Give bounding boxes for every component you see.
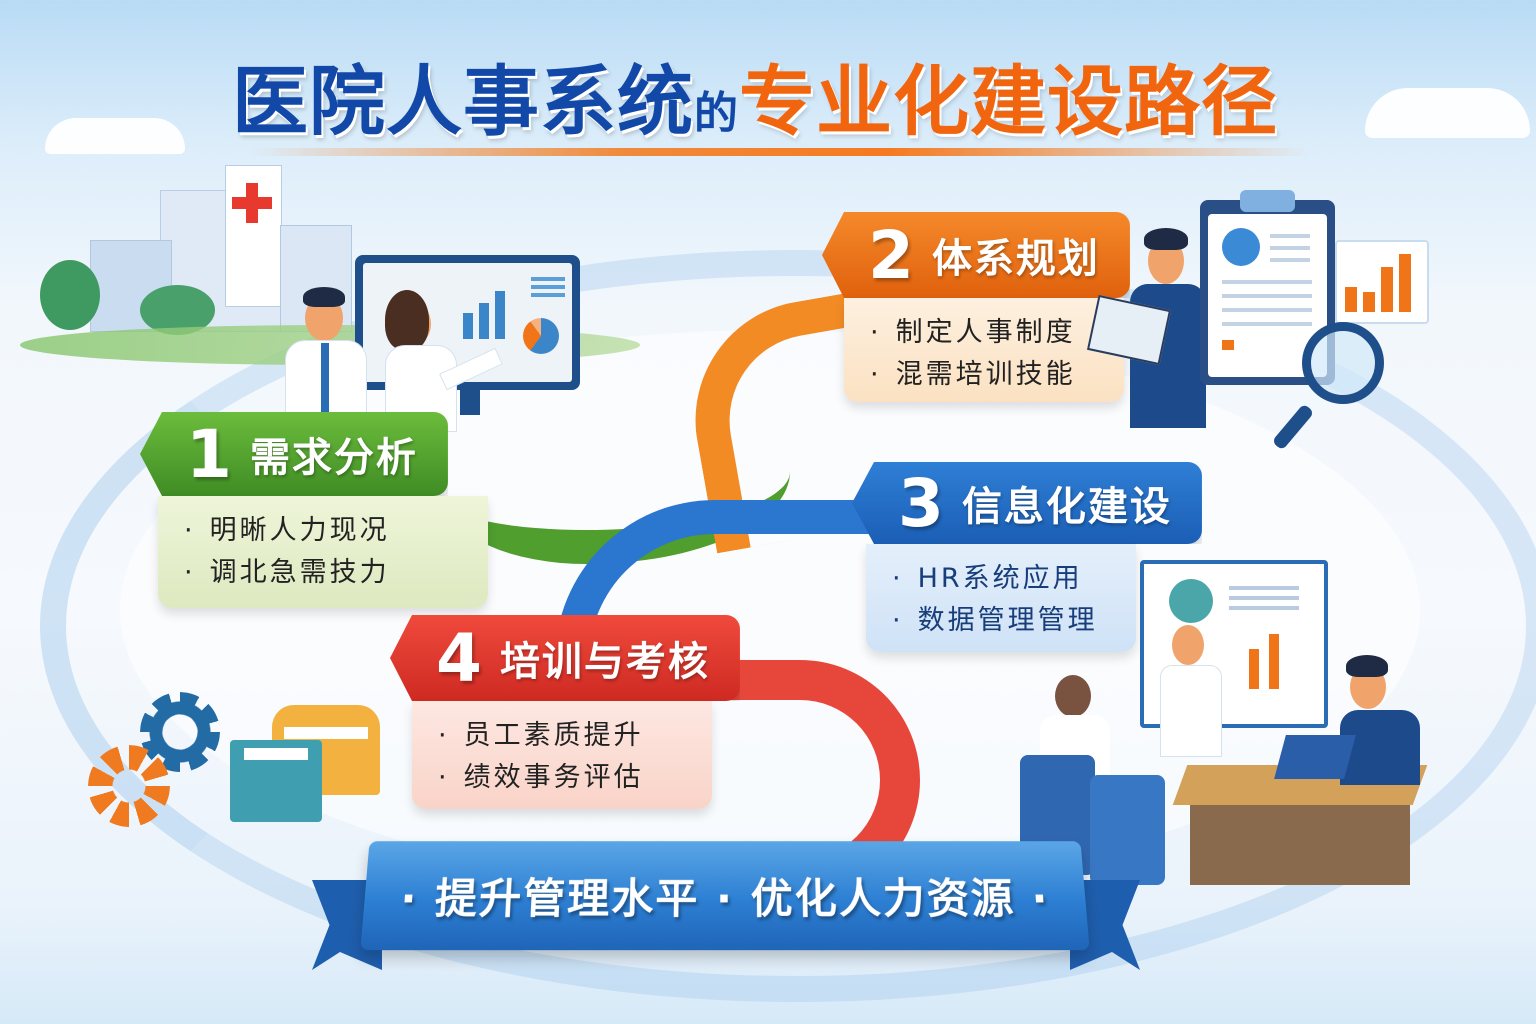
- presenter-figure: [1160, 625, 1222, 757]
- step-3-number: 3: [898, 464, 944, 542]
- monitor-stand: [460, 390, 480, 415]
- step-2-header: 2 体系规划: [822, 212, 1130, 298]
- page-title: 医院人事系统的专业化建设路径: [232, 52, 1332, 164]
- profile-avatar-icon: [1222, 228, 1260, 266]
- folder-icon: [230, 740, 322, 822]
- step-3-card: ·HR系统应用 ·数据管理管理: [866, 544, 1136, 652]
- step-2-item: ·混需培训技能: [870, 359, 1076, 390]
- step-1-card: ·明晰人力现况 ·调北急需技力: [158, 496, 488, 608]
- step-4-header: 4 培训与考核: [390, 615, 740, 701]
- meeting-scene-icon: [1020, 555, 1428, 885]
- pie-chart-icon: [523, 318, 559, 354]
- cloud-left: [45, 118, 185, 154]
- step-1-number: 1: [186, 415, 232, 493]
- step-3-item: ·HR系统应用: [892, 563, 1083, 594]
- step-4-item: ·绩效事务评估: [438, 762, 644, 793]
- step-3-item: ·数据管理管理: [892, 605, 1098, 636]
- slogan-banner: · 提升管理水平 · 优化人力资源 ·: [360, 841, 1090, 951]
- gear-icon: [88, 745, 170, 827]
- step-3-label: 信息化建设: [961, 484, 1172, 530]
- slogan-text: · 提升管理水平 · 优化人力资源 ·: [398, 873, 1052, 923]
- doctor-pointing-figure: [385, 290, 503, 432]
- laptop-icon: [1274, 735, 1356, 779]
- step-4-number: 4: [436, 619, 482, 697]
- title-part1: 医院人事系统: [232, 57, 694, 146]
- monitor-chart-icon: [355, 255, 580, 390]
- title-part2: 专业化建设路径: [739, 57, 1278, 146]
- clipboard-profile-icon: [1200, 190, 1335, 385]
- step-4-item: ·员工素质提升: [438, 720, 644, 751]
- title-connector: 的: [694, 88, 739, 139]
- step-1-item: ·明晰人力现况: [184, 515, 390, 546]
- step-2-number: 2: [868, 216, 914, 294]
- title-underline: [250, 148, 1310, 156]
- step-1-item: ·调北急需技力: [184, 557, 390, 588]
- slogan-1: 提升管理水平: [433, 873, 700, 923]
- step-4-card: ·员工素质提升 ·绩效事务评估: [412, 701, 712, 809]
- step-2-card: ·制定人事制度 ·混需培训技能: [844, 298, 1124, 402]
- slogan-2: 优化人力资源: [750, 873, 1017, 923]
- red-cross-icon: [232, 183, 272, 223]
- step-2-item: ·制定人事制度: [870, 317, 1076, 348]
- step-2-label: 体系规划: [931, 236, 1100, 282]
- magnifier-icon: [1271, 322, 1384, 451]
- step-3-header: 3 信息化建设: [852, 462, 1202, 544]
- businessman-figure: [1130, 228, 1210, 428]
- step-4-label: 培训与考核: [499, 639, 710, 685]
- cloud-right: [1365, 88, 1530, 138]
- step-1-label: 需求分析: [249, 435, 418, 481]
- bar-chart-icon: [1335, 240, 1429, 324]
- chair-icon: [1090, 775, 1165, 885]
- businessman-laptop-figure: [1340, 655, 1420, 785]
- step-1-header: 1 需求分析: [140, 412, 448, 496]
